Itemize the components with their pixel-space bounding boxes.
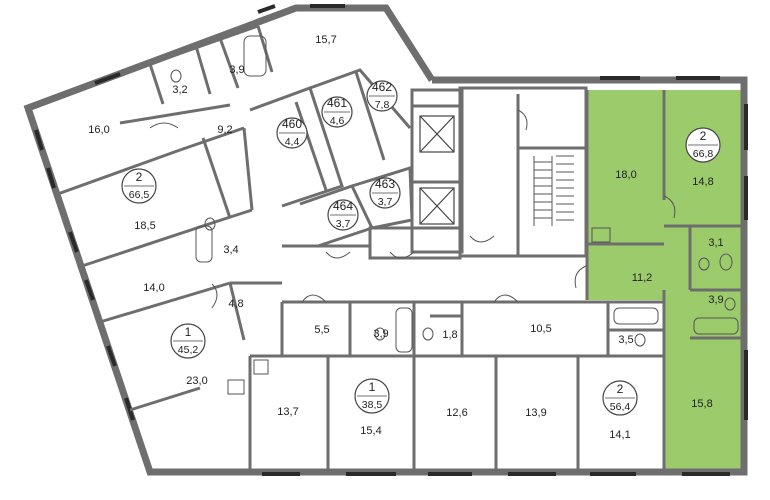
room-area-label: 3,1 xyxy=(708,237,723,249)
storage-badge[interactable]: 460 4,4 xyxy=(276,117,308,149)
apartment-badge[interactable]: 2 56,4 xyxy=(602,380,638,416)
room-area-label: 11,2 xyxy=(632,272,653,284)
storage-number: 462 xyxy=(372,80,392,94)
storage-badge[interactable]: 461 4,6 xyxy=(321,96,353,128)
apartment-area: 45,2 xyxy=(178,344,199,356)
storage-area: 7,8 xyxy=(375,99,390,111)
storage-badge[interactable]: 464 3,7 xyxy=(327,199,359,231)
apartment-area: 66,5 xyxy=(129,189,150,201)
apartment-badge[interactable]: 1 38,5 xyxy=(354,378,390,414)
room-labels: 15,7 3,9 3,2 16,0 9,2 18,5 3,4 14,0 4,8 … xyxy=(88,34,723,441)
room-area-label: 10,5 xyxy=(530,323,551,335)
room-area-label: 18,5 xyxy=(134,220,155,232)
door-swings xyxy=(149,109,676,309)
storage-badge[interactable]: 462 7,8 xyxy=(366,80,398,112)
apartment-rooms: 2 xyxy=(136,170,143,184)
storage-area: 4,4 xyxy=(285,136,300,148)
apartment-badge[interactable]: 2 66,8 xyxy=(685,127,721,163)
window-marks xyxy=(34,4,748,476)
room-area-label: 3,9 xyxy=(373,328,388,340)
room-area-label: 9,2 xyxy=(217,124,232,136)
room-area-label: 3,2 xyxy=(172,84,187,96)
room-area-label: 4,8 xyxy=(228,298,243,310)
apartment-rooms: 2 xyxy=(617,382,624,396)
apartment-rooms: 1 xyxy=(369,380,376,394)
room-area-label: 16,0 xyxy=(88,124,109,136)
storage-number: 464 xyxy=(333,199,353,213)
room-area-label: 13,7 xyxy=(277,406,298,418)
room-area-label: 15,7 xyxy=(315,34,336,46)
apartment-badges: 2 66,5 1 45,2 1 38,5 2 56,4 2 66,8 xyxy=(121,127,721,416)
bathroom-fixtures xyxy=(170,35,739,395)
room-area-label: 14,8 xyxy=(692,176,713,188)
room-area-label: 5,5 xyxy=(314,324,329,336)
apartment-area: 66,8 xyxy=(693,148,714,160)
interior-walls xyxy=(54,24,744,472)
room-area-label: 1,8 xyxy=(442,329,457,341)
storage-area: 4,6 xyxy=(330,115,345,127)
room-area-label: 13,9 xyxy=(525,407,546,419)
room-area-label: 3,4 xyxy=(223,244,238,256)
room-area-label: 14,0 xyxy=(143,282,164,294)
room-area-label: 12,6 xyxy=(446,407,467,419)
storage-number: 461 xyxy=(327,96,347,110)
apartment-badge[interactable]: 2 66,5 xyxy=(121,168,157,204)
apartment-area: 38,5 xyxy=(362,399,383,411)
storage-badges: 460 4,4 461 4,6 462 7,8 463 3,7 464 3,7 xyxy=(276,80,401,231)
room-area-label: 18,0 xyxy=(615,169,636,181)
room-area-label: 15,8 xyxy=(691,398,712,410)
apartment-badge[interactable]: 1 45,2 xyxy=(170,323,206,359)
storage-number: 463 xyxy=(375,177,395,191)
room-area-label: 3,5 xyxy=(618,334,633,346)
room-area-label: 23,0 xyxy=(186,375,207,387)
staircase xyxy=(533,155,574,226)
room-area-label: 14,1 xyxy=(609,429,630,441)
apartment-area: 56,4 xyxy=(610,401,631,413)
storage-area: 3,7 xyxy=(336,218,351,230)
storage-area: 3,7 xyxy=(378,196,393,208)
apartment-rooms: 2 xyxy=(700,129,707,143)
room-area-label: 15,4 xyxy=(360,425,381,437)
apartment-rooms: 1 xyxy=(185,325,192,339)
elevator-shafts xyxy=(419,115,455,225)
room-area-label: 3,9 xyxy=(229,64,244,76)
storage-badge[interactable]: 463 3,7 xyxy=(369,177,401,209)
storage-number: 460 xyxy=(282,117,302,131)
room-area-label: 3,9 xyxy=(708,294,723,306)
